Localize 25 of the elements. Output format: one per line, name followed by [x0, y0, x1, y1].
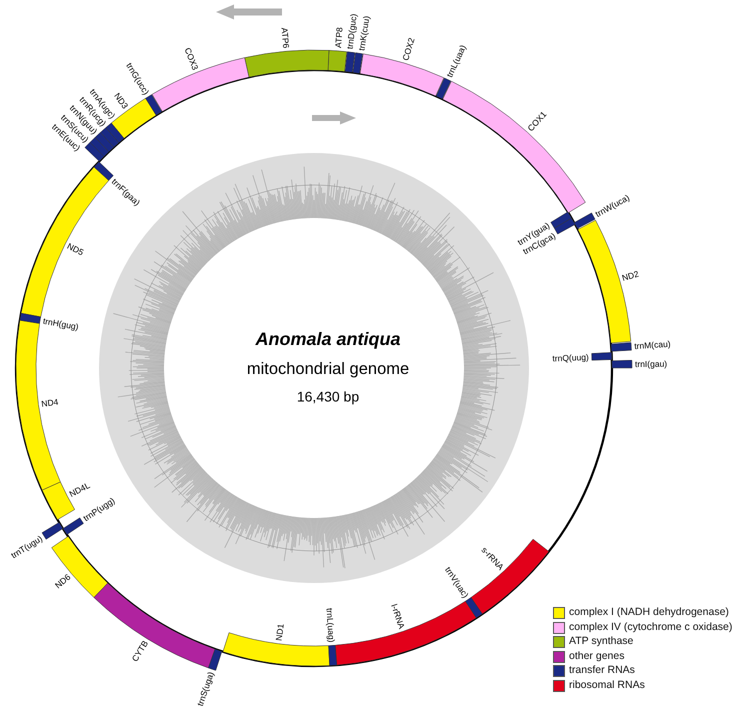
gene-label: ND2: [620, 268, 640, 283]
gene-label: ATP8: [333, 26, 344, 48]
gene-label: trnI(gau): [634, 358, 668, 370]
gene-label: trnD(guc): [344, 13, 359, 50]
gene-label: COX2: [400, 36, 417, 62]
gene-label: trnQ(uug): [552, 352, 589, 364]
gene-label: trnL(uag): [324, 608, 337, 643]
gene-label: ND4L: [68, 480, 92, 499]
gene-label: ND5: [66, 240, 86, 258]
legend-text: other genes: [569, 650, 624, 663]
gene-label: ND1: [274, 623, 286, 642]
genome-type-label: mitochondrial genome: [246, 360, 410, 378]
gene-label: trnH(gug): [42, 316, 80, 332]
genome-size-label: 16,430 bp: [296, 389, 360, 405]
legend-text: complex IV (cytochrome c oxidase): [569, 622, 732, 634]
legend-text: transfer RNAs: [569, 665, 635, 678]
gene-label: l-rRNA: [389, 602, 407, 630]
species-name: Anomala antiqua: [255, 330, 401, 350]
gene-label: COX3: [182, 46, 200, 72]
legend-text: ATP synthase: [569, 636, 634, 648]
gene-label: ATP6: [280, 27, 292, 49]
legend-text: complex I (NADH dehydrogenase): [569, 607, 729, 620]
gene-label: ND4: [40, 396, 59, 409]
legend-text: ribosomal RNAs: [569, 680, 645, 692]
gene-label: trnM(cau): [634, 338, 671, 352]
